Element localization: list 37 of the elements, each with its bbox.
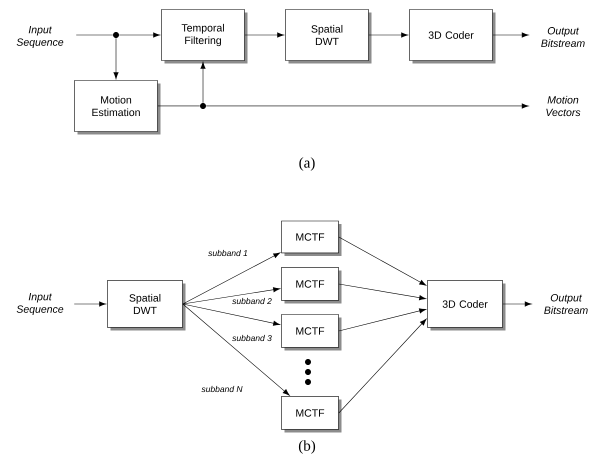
process-box: 3D Coder [427,280,506,330]
process-box: Temporal Filtering [161,9,248,64]
arrow [368,32,408,38]
process-box: MCTF [281,396,342,432]
arrow [502,301,532,307]
arrow [182,304,290,396]
process-box: MCTF [281,267,342,304]
output-label: Output Bitstream [541,27,585,47]
input-label: Input Sequence [16,26,64,48]
process-box: MCTF [281,220,342,256]
arrow [118,32,160,38]
arrow [182,304,280,326]
process-box: Spatial DWT [107,280,186,330]
arrow [113,38,119,80]
arrow [338,236,426,286]
arrow [338,284,426,300]
arrow [338,318,427,414]
arrow [492,32,529,38]
output-label: Output Bitstream [544,294,588,314]
arrow [74,301,106,307]
edge-label: subband 3 [232,334,272,342]
output-label: Motion Vectors [546,96,580,116]
arrow [206,103,529,109]
input-label: Input Sequence [16,293,64,315]
edge-label: subband 2 [232,297,272,305]
arrow [244,32,284,38]
panel-label: (a) [299,157,315,171]
arrow [182,287,280,304]
edge-label: subband N [200,385,244,393]
process-box: Motion Estimation [74,80,160,134]
arrow [338,308,426,332]
process-box: MCTF [281,314,342,350]
process-box: 3D Coder [409,9,496,64]
edge-label: subband 1 [208,249,248,257]
arrow [182,252,280,304]
process-box: Spatial DWT [285,9,372,64]
arrow [200,62,206,104]
